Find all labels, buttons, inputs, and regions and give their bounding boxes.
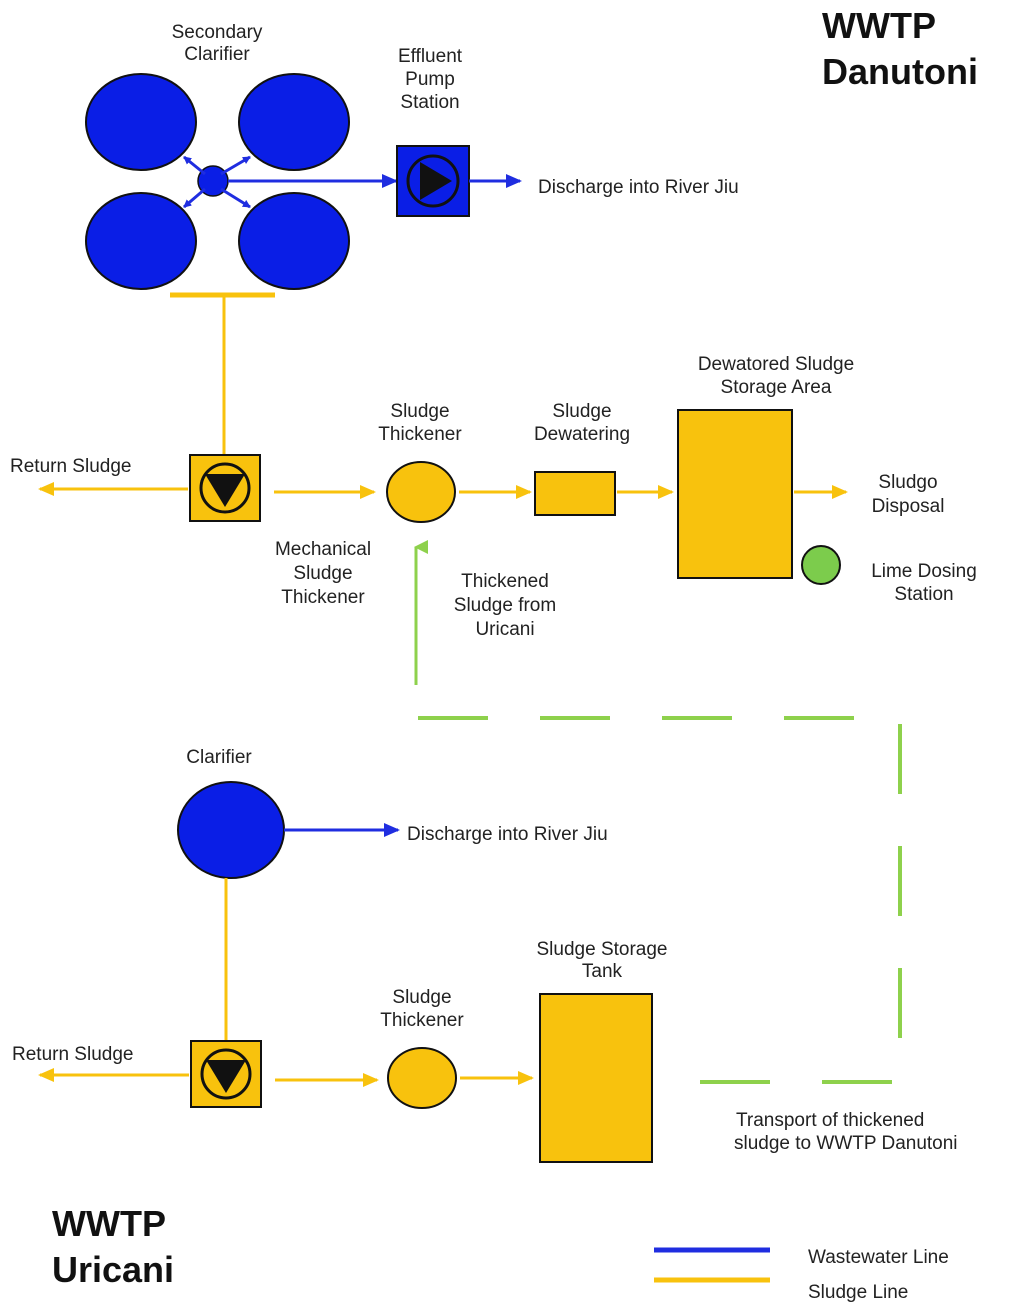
sludge-transport-route <box>418 716 902 1084</box>
mechanical-thickener-label-line3: Thickener <box>281 587 365 608</box>
uricani-title-line1: WWTP <box>52 1203 166 1244</box>
storage-tank-label-line1: Sludge Storage <box>537 939 668 960</box>
sludge-disposal-label-line2: Disposal <box>872 496 945 517</box>
uricani-clarifier-label: Clarifier <box>186 747 252 768</box>
uricani-title-line2: Uricani <box>52 1249 174 1290</box>
uricani-sludge-pump <box>190 1040 262 1108</box>
pump-arrow-icon <box>206 1060 246 1093</box>
lime-dosing-label-line2: Station <box>894 584 953 605</box>
dewatered-sludge-storage-area <box>677 409 793 579</box>
pump-icon <box>200 1048 252 1100</box>
danutoni-sludge-thickener <box>386 461 456 523</box>
danutoni-title-line2: Danutoni <box>822 51 978 92</box>
dewatering-label-line2: Dewatering <box>534 424 630 445</box>
danutoni-return-sludge-label: Return Sludge <box>10 456 131 477</box>
pump-arrow-icon <box>420 162 452 200</box>
mechanical-thickener-label-line1: Mechanical <box>275 539 371 560</box>
from-uricani-label-line2: Sludge from <box>454 595 556 616</box>
legend-sludge-label: Sludge Line <box>808 1282 908 1303</box>
distribution-arrow <box>220 187 251 209</box>
secondary-clarifier-tank <box>85 73 197 171</box>
pump-icon <box>406 154 460 208</box>
sludge-disposal-label-line1: Sludgo <box>878 472 937 493</box>
danutoni-thickener-label-line1: Sludge <box>390 401 449 422</box>
uricani-discharge-label: Discharge into River Jiu <box>407 824 608 845</box>
secondary-clarifier-tank <box>238 73 350 171</box>
danutoni-thickener-label-line2: Thickener <box>378 424 462 445</box>
mechanical-thickener-label-line2: Sludge <box>293 563 352 584</box>
danutoni-discharge-label: Discharge into River Jiu <box>538 177 739 198</box>
legend-wastewater-label: Wastewater Line <box>808 1247 949 1268</box>
uricani-thickener-label-line2: Thickener <box>380 1010 464 1031</box>
effluent-pump-label-line2: Pump <box>405 69 455 90</box>
from-uricani-label-line3: Uricani <box>475 619 534 640</box>
storage-area-label-line2: Storage Area <box>721 377 832 398</box>
pump-arrow-icon <box>205 474 245 507</box>
mechanical-sludge-thickener <box>189 454 261 522</box>
transport-label-line1: Transport of thickened <box>736 1110 924 1131</box>
storage-area-label-line1: Dewatored Sludge <box>698 354 854 375</box>
sludge-storage-tank <box>539 993 653 1163</box>
danutoni-title-line1: WWTP <box>822 5 936 46</box>
lime-dosing-label-line1: Lime Dosing <box>871 561 977 582</box>
uricani-return-sludge-label: Return Sludge <box>12 1044 133 1065</box>
legend: Wastewater Line Sludge Line <box>654 1247 949 1303</box>
secondary-clarifier-label-line2: Clarifier <box>184 44 250 65</box>
uricani-thickener-label-line1: Sludge <box>392 987 451 1008</box>
distribution-arrow <box>220 155 251 176</box>
effluent-pump-station <box>396 145 470 217</box>
distribution-arrow <box>183 187 206 209</box>
secondary-clarifier-tank <box>238 192 350 290</box>
uricani-clarifier <box>177 781 285 879</box>
uricani-sludge-thickener <box>387 1047 457 1109</box>
from-uricani-label-line1: Thickened <box>461 571 549 592</box>
secondary-clarifier-tank <box>85 192 197 290</box>
distribution-arrow <box>183 155 206 176</box>
effluent-pump-label-line1: Effluent <box>398 46 463 67</box>
sludge-dewatering-unit <box>534 471 616 516</box>
secondary-clarifier-label-line1: Secondary <box>172 22 263 43</box>
dewatering-label-line1: Sludge <box>552 401 611 422</box>
pump-icon <box>199 462 251 514</box>
secondary-clarifier-group <box>85 73 350 290</box>
effluent-pump-label-line3: Station <box>400 92 459 113</box>
storage-tank-label-line2: Tank <box>582 961 623 982</box>
transport-label-line2: sludge to WWTP Danutoni <box>734 1133 958 1154</box>
lime-dosing-station <box>801 545 841 585</box>
